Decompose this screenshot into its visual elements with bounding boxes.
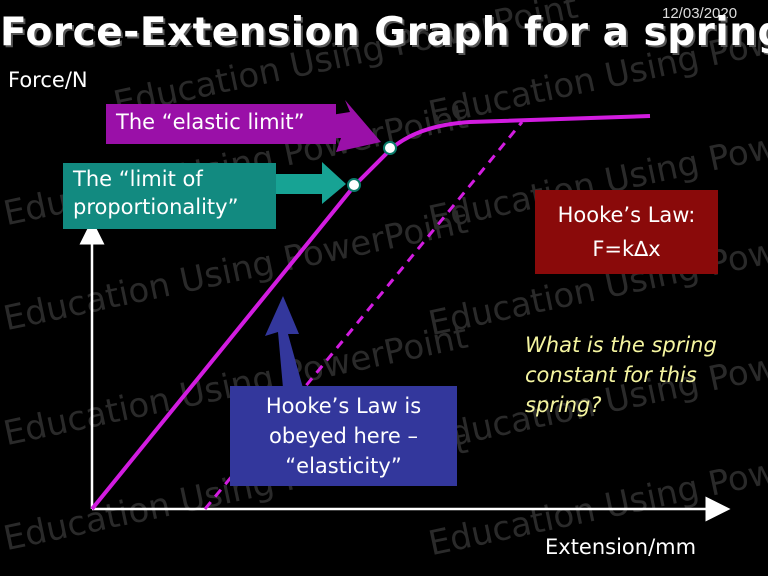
proportionality-limit-label: The “limit of proportionality” (63, 163, 276, 229)
y-axis-label: Force/N (8, 68, 88, 92)
hookes-law-title: Hooke’s Law: (557, 203, 696, 227)
hookes-law-formula: F=k∆x (592, 237, 661, 261)
proportionality-arrow (270, 162, 346, 204)
question-line: constant for this (525, 363, 697, 387)
slide-date: 12/03/2020 (662, 5, 738, 22)
proportionality-label-line: proportionality” (73, 195, 239, 219)
elastic-limit-point (383, 141, 397, 155)
proportionality-label-line: The “limit of (73, 167, 203, 191)
spring-constant-question: What is the spring constant for this spr… (525, 330, 760, 420)
obeyed-line: “elasticity” (285, 454, 402, 478)
question-line: spring? (525, 393, 602, 417)
proportionality-limit-point (347, 178, 361, 192)
hookes-region-arrow (265, 296, 303, 388)
x-axis-label: Extension/mm (545, 535, 697, 559)
question-line: What is the spring (525, 333, 717, 357)
elastic-limit-label: The “elastic limit” (106, 104, 336, 144)
slide-title: Force-Extension Graph for a spring (0, 10, 768, 55)
hookes-law-obeyed-box: Hooke’s Law is obeyed here – “elasticity… (230, 386, 457, 486)
hookes-law-box: Hooke’s Law: F=k∆x (535, 190, 718, 274)
obeyed-line: Hooke’s Law is (265, 394, 422, 418)
obeyed-line: obeyed here – (269, 424, 418, 448)
